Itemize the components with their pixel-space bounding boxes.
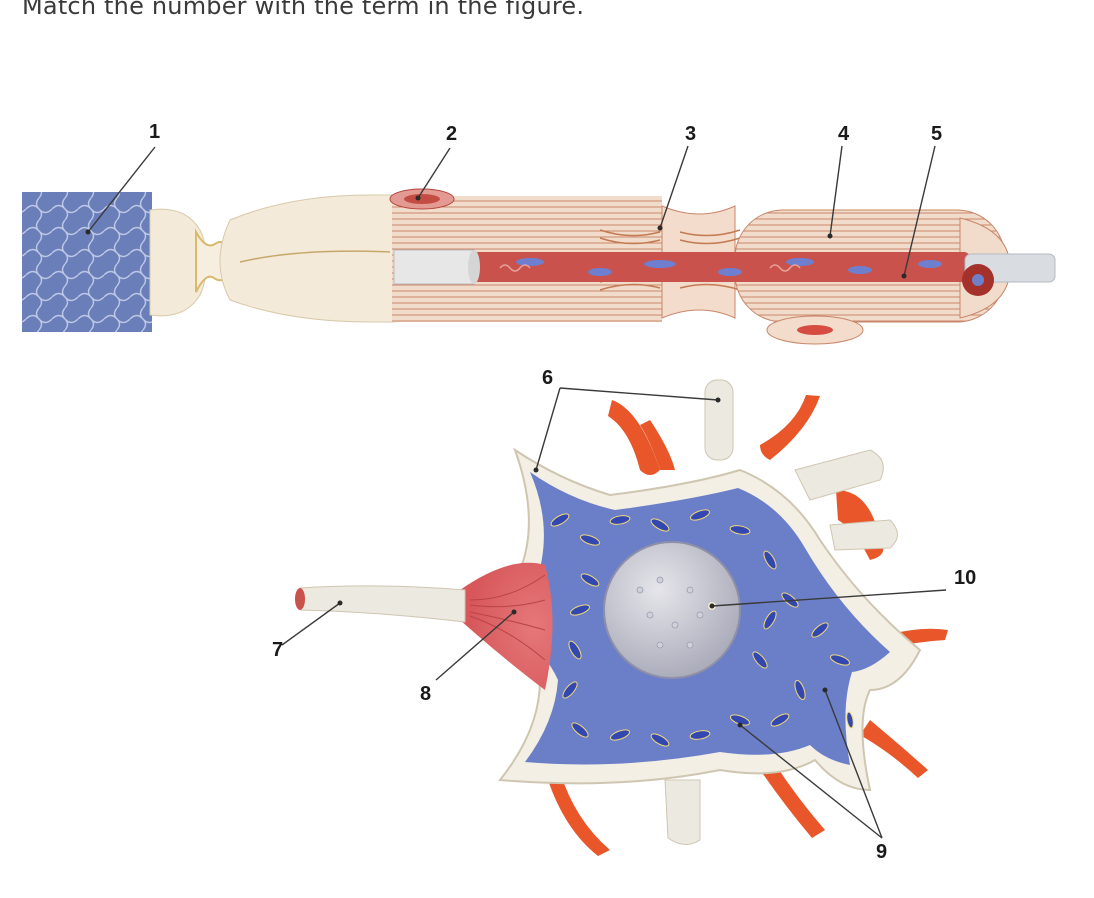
myelinated-axon — [22, 188, 1056, 345]
label-8: 8 — [420, 683, 431, 705]
dendrite — [794, 449, 884, 501]
dendrite — [704, 379, 734, 461]
dendrite — [829, 519, 898, 551]
axon — [299, 585, 466, 623]
label-2: 2 — [446, 123, 457, 145]
synaptic-terminal — [548, 772, 610, 856]
label-1: 1 — [149, 121, 160, 143]
label-9: 9 — [876, 841, 887, 863]
cell-body — [295, 379, 948, 856]
synaptic-terminal — [640, 420, 675, 470]
synaptic-terminal — [760, 395, 820, 460]
axon-tube — [393, 249, 475, 285]
synaptic-terminal — [608, 400, 660, 475]
axon-core — [470, 252, 970, 282]
nucleus — [603, 541, 741, 679]
endoneurium-block — [22, 192, 152, 332]
label-6: 6 — [542, 367, 553, 389]
dendrite — [664, 779, 701, 845]
label-5: 5 — [931, 123, 942, 145]
label-3: 3 — [685, 123, 696, 145]
label-4: 4 — [838, 123, 850, 145]
synaptic-terminal — [860, 720, 928, 778]
label-10: 10 — [954, 567, 976, 589]
question-prompt: Match the number with the term in the fi… — [22, 0, 585, 20]
leader-lines — [87, 145, 947, 839]
axon-hillock — [460, 562, 553, 690]
myelin-segment — [219, 194, 396, 323]
label-7: 7 — [272, 639, 283, 661]
